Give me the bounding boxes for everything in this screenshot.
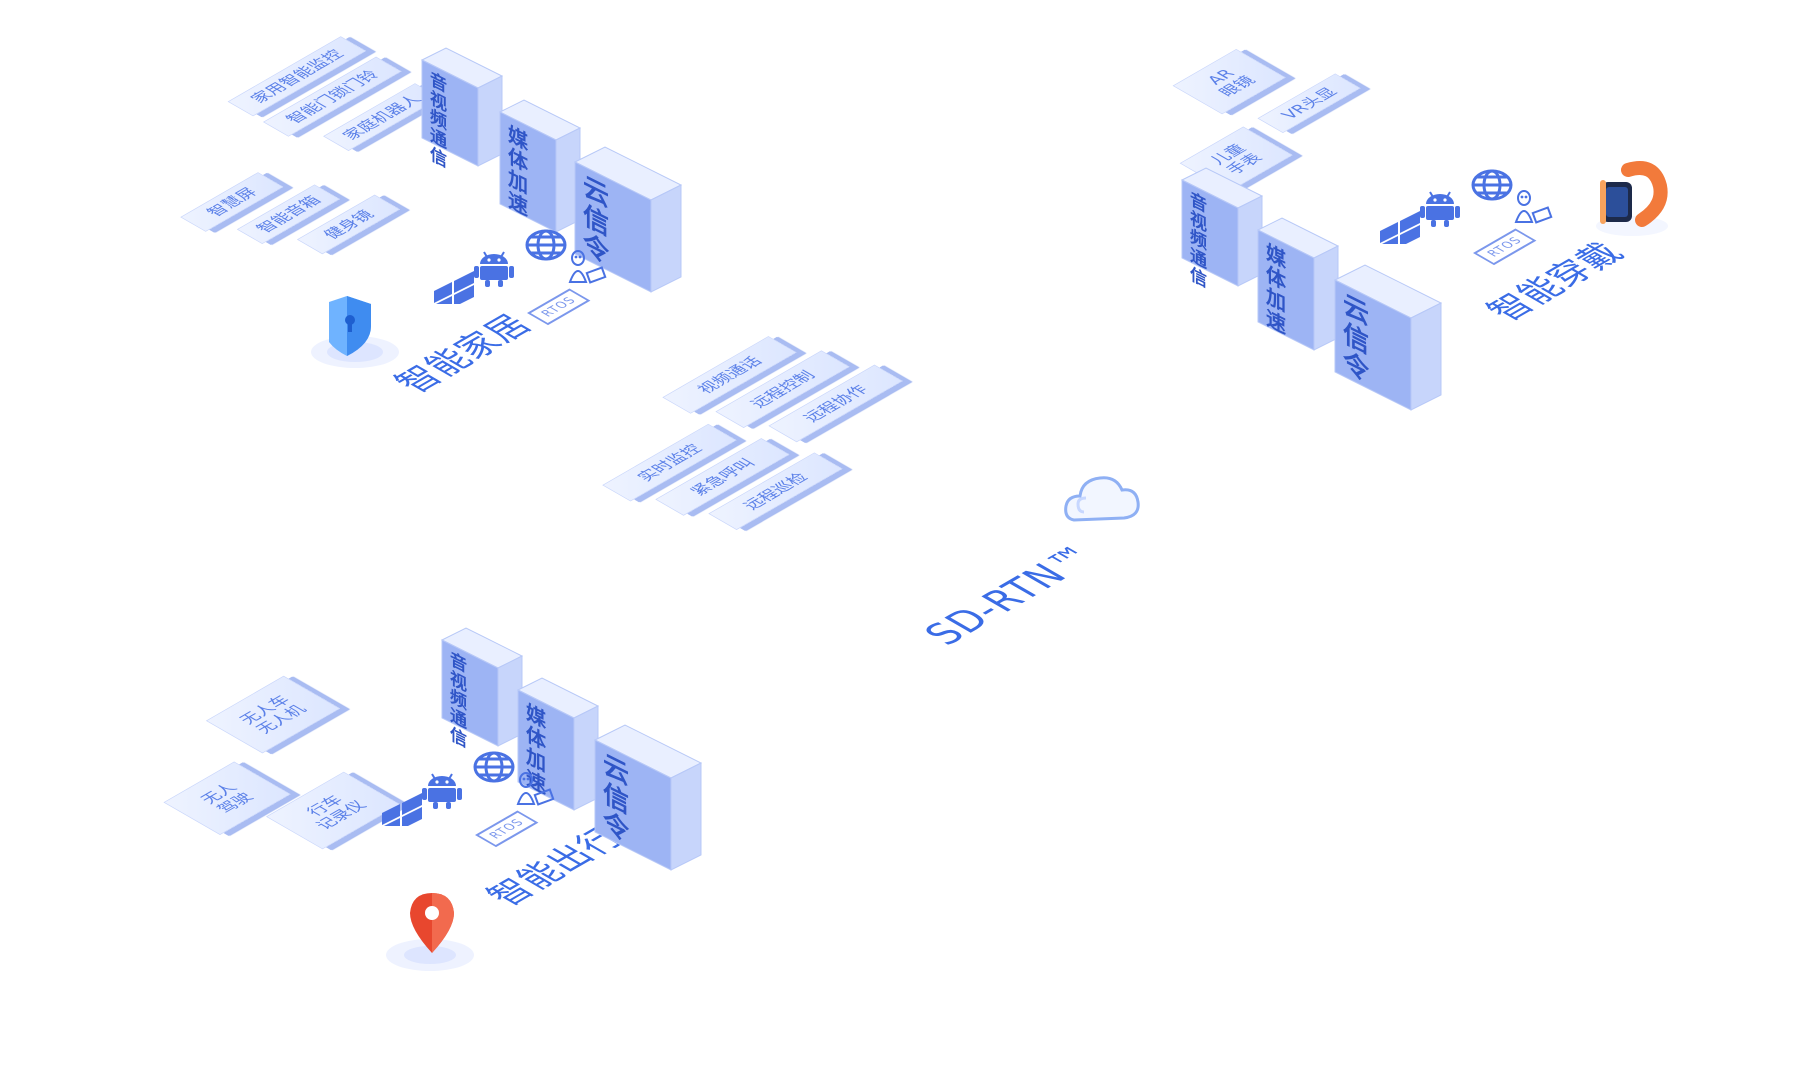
cube-face-front [421, 59, 479, 167]
rtos-badge: RTOS [475, 810, 539, 848]
smartwatch-icon [1588, 160, 1678, 244]
cube-face-front [574, 161, 652, 293]
location-pin-icon [380, 885, 480, 979]
linux-icon [512, 770, 556, 814]
cube-face-side [650, 184, 682, 293]
web-globe-icon [1470, 168, 1514, 206]
rtos-badge: RTOS [527, 288, 591, 326]
cube-face-side [477, 75, 503, 167]
rtos-badge: RTOS [1473, 228, 1537, 266]
cube-label: 云信令 [1343, 289, 1370, 390]
cube-label: 媒体 加速 [508, 121, 528, 221]
cube-label: 音视频 通信 [430, 69, 447, 173]
android-icon [420, 770, 464, 814]
cube-label: 音视频 通信 [450, 649, 467, 753]
shield-lock-icon [305, 290, 405, 374]
linux-icon [1510, 188, 1554, 232]
sd-rtn-title: SD-RTN™ [915, 539, 1111, 652]
cube-face-front [594, 739, 672, 871]
android-icon [1418, 188, 1462, 232]
web-globe-icon [524, 228, 568, 266]
cube-face-front [441, 639, 499, 747]
tile-wear-ar-glasses: AR 眼镜 [1172, 48, 1286, 115]
cube-face-front [1257, 229, 1315, 351]
android-icon [472, 248, 516, 292]
cloud-icon [1060, 468, 1150, 542]
tile-travel-unmanned-vehicle: 无人车 无人机 [205, 675, 341, 754]
cube-label: 音视频 通信 [1190, 189, 1207, 293]
web-globe-icon [472, 750, 516, 788]
tile-travel-autonomous-driving: 无人 驾驶 [163, 761, 291, 835]
cube-face-side [573, 705, 599, 811]
cube-face-side [1313, 245, 1339, 351]
cube-face-front [1181, 179, 1239, 287]
cube-face-front [1334, 279, 1412, 411]
linux-icon [564, 248, 608, 292]
cube-face-side [670, 762, 702, 871]
cube-label: 云信令 [603, 749, 630, 850]
cube-face-side [1410, 302, 1442, 411]
cube-label: 媒体 加速 [1266, 239, 1286, 339]
